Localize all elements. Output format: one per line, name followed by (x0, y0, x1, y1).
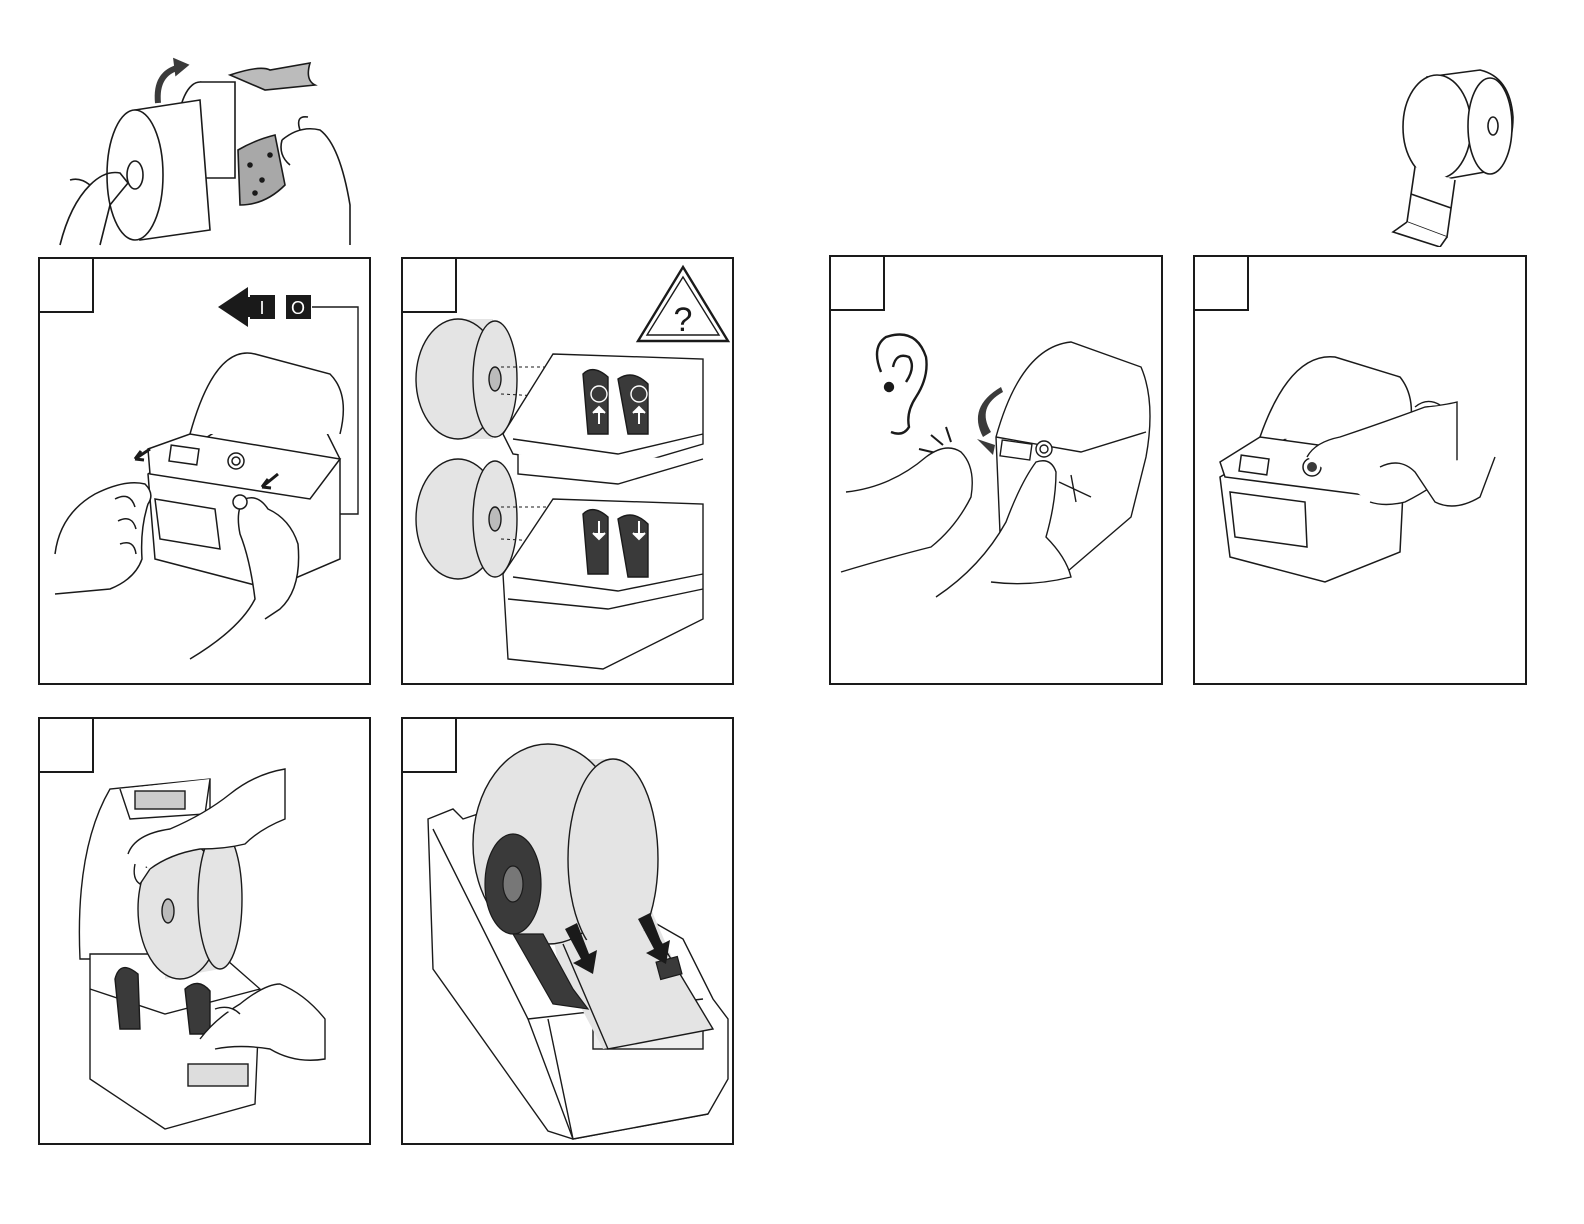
media-roll-icon (416, 319, 517, 439)
peel-labels-illustration (50, 55, 360, 250)
step-panel-power-off: I O (38, 257, 371, 685)
warning-question-icon: ? (638, 267, 728, 341)
step-number-box (1195, 257, 1249, 311)
ear-icon (877, 335, 927, 434)
step-number-box (403, 259, 457, 313)
media-roll-icon (416, 459, 517, 579)
step-panel-feed-media (401, 717, 734, 1145)
hands-peeling-label-roll-icon (60, 59, 350, 245)
step-number-box (403, 719, 457, 773)
switch-on-label: I (259, 298, 264, 318)
step-number-box (40, 259, 94, 313)
power-switch-icon: I O (250, 295, 311, 319)
step-panel-media-check: ? (401, 257, 734, 685)
switch-off-label: O (291, 298, 305, 318)
step-number-box (831, 257, 885, 311)
label-roll-icon (1393, 70, 1513, 247)
roll-holder-icon (503, 499, 703, 669)
label-roll-illustration (1385, 62, 1520, 247)
step-panel-load-roll (38, 717, 371, 1145)
step-panel-close-cover (829, 255, 1163, 685)
warning-symbol: ? (674, 301, 693, 339)
step-panel-press-feed (1193, 255, 1527, 685)
step-number-box (40, 719, 94, 773)
roll-holder-icon (503, 354, 703, 484)
printer-icon (148, 353, 343, 589)
